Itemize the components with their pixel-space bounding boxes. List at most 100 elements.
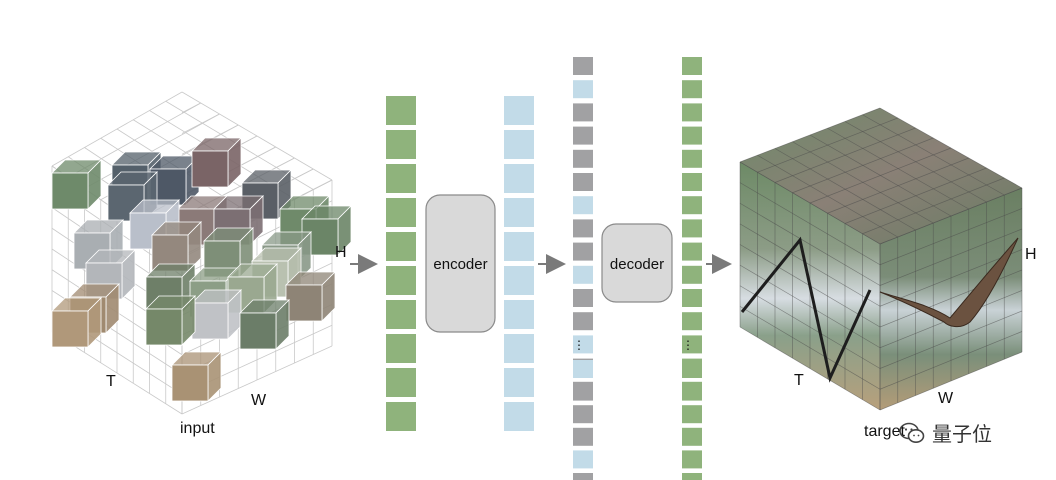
ellipsis-decoder-output: ⋮ [682, 338, 694, 352]
visible-token [682, 382, 702, 401]
mask-token [573, 312, 593, 331]
encoded-token [504, 198, 534, 227]
encoded-token [504, 164, 534, 193]
visible-patch-block [301, 205, 352, 256]
target-axis-w: W [938, 390, 954, 407]
visible-token [682, 289, 702, 307]
target-grid-line [862, 177, 1005, 235]
decoder-input-token-column [573, 57, 593, 480]
visible-token [682, 427, 702, 446]
mask-token [573, 405, 593, 424]
visible-token [386, 130, 416, 159]
target-grid-line [739, 264, 881, 349]
target-grid-line [844, 121, 987, 203]
encoded-token [504, 300, 534, 329]
visible-token [682, 219, 702, 238]
target-grid-line [844, 167, 987, 224]
target-grid-line [879, 310, 1023, 369]
visible-token [682, 405, 702, 424]
encoded-token [504, 232, 534, 261]
mask-token [573, 427, 593, 446]
visible-token [682, 360, 702, 378]
grid-line [181, 91, 333, 181]
visible-token [682, 57, 702, 75]
target-grid-line [879, 351, 1023, 411]
visible-token [682, 173, 702, 191]
input-label: input [180, 420, 215, 437]
target-label: target [864, 423, 905, 440]
encoded-token [504, 266, 534, 295]
target-axis-h: H [1025, 246, 1037, 263]
visible-token [682, 80, 702, 99]
visible-token [386, 334, 416, 363]
encoded-token [573, 450, 593, 469]
mask-token [573, 242, 593, 261]
encoded-token [573, 80, 593, 99]
input-axis-h: H [335, 244, 347, 261]
visible-token [682, 473, 702, 480]
encoded-token [504, 96, 534, 125]
ellipsis-decoder-input: ⋮ [573, 338, 585, 352]
visible-patch-block [191, 289, 242, 340]
visible-patch-block [239, 299, 290, 350]
grid-line [181, 102, 201, 114]
encoder-block: encoder [425, 194, 496, 333]
mask-token [573, 382, 593, 401]
target-grid-line [862, 114, 1005, 196]
target-cube [739, 107, 1023, 411]
watermark: 量子位 [898, 418, 992, 447]
visible-patch-block [145, 295, 196, 346]
decoder-output-token-column [682, 57, 702, 480]
visible-token [682, 242, 702, 261]
visible-token [386, 198, 416, 227]
target-grid-line [739, 285, 881, 369]
visible-token [682, 126, 702, 145]
watermark-text: 量子位 [932, 422, 992, 446]
target-cube-grid [739, 107, 1023, 411]
visible-patch-block [191, 137, 242, 188]
visible-token [386, 266, 416, 295]
input-axis-w: W [251, 392, 267, 409]
encoded-token [573, 196, 593, 215]
visible-token [682, 196, 702, 215]
bird-figure [879, 237, 1019, 328]
mask-token [573, 219, 593, 238]
target-grid-line [879, 107, 1023, 189]
visible-token [682, 149, 702, 168]
mask-token [573, 173, 593, 191]
visible-patch-block [285, 271, 336, 322]
target-grid-line [827, 157, 969, 214]
target-grid-line [739, 306, 881, 390]
visible-token [386, 368, 416, 397]
visible-patch-block [171, 351, 222, 402]
input-token-column [386, 96, 416, 431]
encoded-token [504, 368, 534, 397]
mask-token [573, 57, 593, 75]
encoded-token [573, 335, 593, 354]
visible-patch-block [51, 159, 102, 210]
visible-patches [51, 137, 352, 402]
mask-token [573, 289, 593, 307]
target-grid-line [739, 326, 881, 411]
decoder-label: decoder [610, 256, 664, 273]
encoded-token [573, 360, 593, 378]
visible-token [682, 312, 702, 331]
target-grid-line [827, 127, 969, 210]
visible-token [682, 335, 702, 354]
visible-token [386, 96, 416, 125]
decoder-block: decoder [601, 223, 673, 303]
visible-token [386, 402, 416, 431]
mask-token [573, 473, 593, 480]
encoder-label: encoder [433, 256, 487, 273]
encoded-token-column [504, 96, 534, 431]
visible-patch-block [51, 297, 102, 348]
encoded-token [504, 402, 534, 431]
wechat-icon [899, 422, 925, 443]
encoded-token [573, 265, 593, 284]
visible-token [386, 300, 416, 329]
target-grid-line [879, 331, 1023, 390]
swing-rope [740, 236, 872, 383]
target-axis-t: T [794, 372, 804, 389]
visible-token [682, 103, 702, 122]
